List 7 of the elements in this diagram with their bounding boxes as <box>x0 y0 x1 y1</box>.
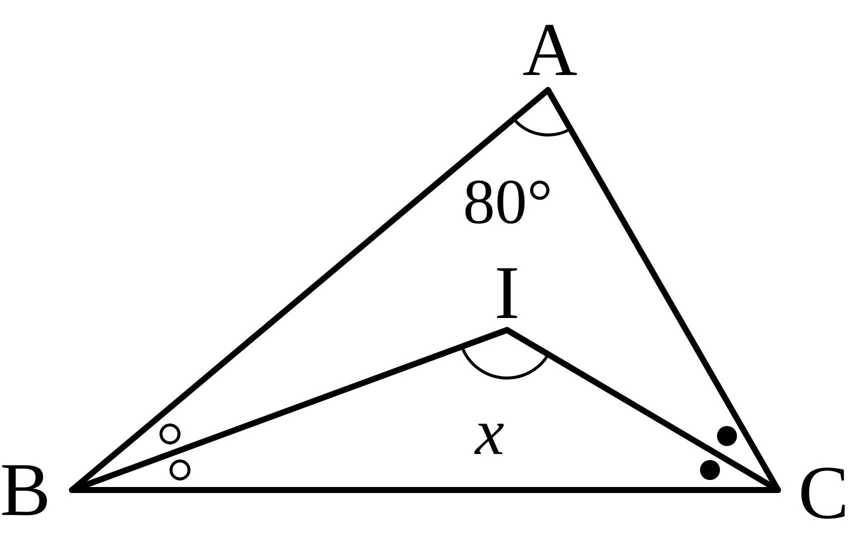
line-segment <box>504 327 781 493</box>
vertex-label: B <box>0 452 72 528</box>
angle-label: 80° <box>463 170 553 234</box>
vertex-label: A <box>515 12 585 90</box>
vertex-label: I <box>485 255 529 330</box>
angle-label: x <box>475 400 504 466</box>
vertex-label: C <box>778 455 849 531</box>
